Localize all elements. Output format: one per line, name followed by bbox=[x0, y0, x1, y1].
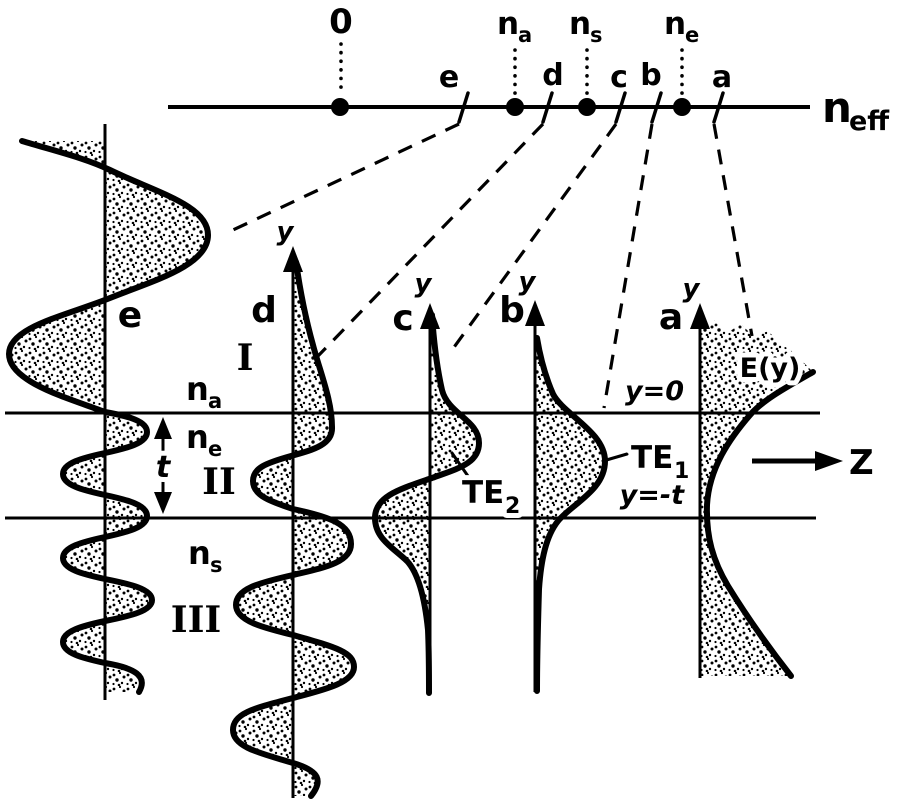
neff-tick-a bbox=[712, 91, 725, 124]
region-ne-main: n bbox=[186, 418, 209, 456]
profile-e-curve bbox=[6, 138, 211, 695]
profile-d-curve bbox=[230, 259, 357, 799]
y-label-a: y bbox=[683, 274, 701, 304]
te1-pointer bbox=[601, 452, 629, 463]
profile-a-curve bbox=[703, 369, 816, 679]
z-arrow: Z bbox=[752, 443, 874, 483]
neff-tick-d bbox=[541, 91, 554, 124]
profile-b-label: b bbox=[499, 290, 525, 331]
neff-dot-ns bbox=[578, 98, 596, 116]
neff-dot-na bbox=[506, 98, 524, 116]
te1-label-sub: 1 bbox=[674, 459, 689, 484]
label-zero: 0 bbox=[329, 2, 353, 42]
neff-dot-ne bbox=[673, 98, 691, 116]
y-label-b: y bbox=[519, 267, 537, 297]
y-label-c: y bbox=[415, 269, 433, 299]
axis-d-arrowhead bbox=[283, 246, 303, 272]
construction-lines bbox=[232, 122, 754, 409]
thickness-arrow: t bbox=[151, 417, 177, 514]
neff-tick-c bbox=[614, 91, 627, 124]
dash-b bbox=[602, 123, 654, 409]
region-labels: I n a n e II n s III bbox=[171, 337, 254, 641]
neff-label-sub: eff bbox=[849, 106, 890, 137]
profile-b-fill bbox=[535, 338, 605, 691]
neff-axis bbox=[168, 42, 810, 124]
tick-label-d: d bbox=[542, 58, 563, 93]
region-na-main: n bbox=[186, 370, 209, 408]
tick-label-a: a bbox=[712, 60, 732, 95]
field-label: E(y) bbox=[740, 353, 801, 384]
neff-tick-e bbox=[457, 91, 470, 124]
region-ne-sub: e bbox=[208, 437, 222, 461]
y-label-d: y bbox=[277, 217, 295, 247]
te2-label-sub: 2 bbox=[505, 494, 520, 519]
tick-label-c: c bbox=[610, 60, 628, 95]
te2-label-main: TE bbox=[462, 475, 504, 511]
profile-a-label: a bbox=[659, 297, 683, 338]
label-ne-main: n bbox=[664, 6, 686, 42]
y-zero-label: y=0 bbox=[625, 376, 684, 407]
z-arrowhead bbox=[815, 451, 843, 471]
z-axis-label: Z bbox=[849, 443, 874, 483]
neff-dot-zero bbox=[331, 98, 349, 116]
region-ns-sub: s bbox=[210, 553, 223, 577]
axis-labels: 0 n a n s n e e d c b a n eff bbox=[329, 2, 890, 137]
axis-b-arrowhead bbox=[525, 300, 545, 326]
interfaces bbox=[5, 411, 820, 520]
dash-e bbox=[232, 122, 460, 232]
dash-d bbox=[316, 122, 545, 358]
region-III-label: III bbox=[171, 599, 222, 641]
profile-c-curve bbox=[372, 312, 482, 696]
field-curves bbox=[6, 138, 816, 799]
profile-c-label: c bbox=[392, 298, 413, 339]
thickness-arrowhead-down bbox=[154, 492, 172, 514]
profile-b-curve bbox=[534, 335, 608, 694]
neff-tick-b bbox=[650, 91, 663, 124]
te1-label-main: TE bbox=[631, 440, 673, 476]
region-II-label: II bbox=[202, 461, 236, 503]
profile-labels: e d c b a y y y y bbox=[118, 217, 701, 339]
region-I-label: I bbox=[237, 337, 254, 379]
region-ns-main: n bbox=[188, 534, 211, 572]
region-na-sub: a bbox=[208, 389, 222, 413]
label-na-main: n bbox=[497, 6, 519, 42]
y-minus-t-label: y=-t bbox=[620, 480, 685, 511]
label-ne-sub: e bbox=[685, 23, 699, 47]
axis-a-arrowhead bbox=[690, 303, 710, 329]
tick-label-b: b bbox=[640, 58, 661, 93]
neff-label-main: n bbox=[822, 83, 852, 132]
profile-e-label: e bbox=[118, 295, 142, 336]
field-fills bbox=[9, 141, 813, 796]
label-na-sub: a bbox=[518, 23, 532, 47]
label-ns-main: n bbox=[569, 6, 591, 42]
dash-a bbox=[712, 123, 754, 337]
dash-c bbox=[450, 123, 618, 351]
te2-pointer bbox=[450, 451, 472, 481]
thickness-label: t bbox=[156, 450, 172, 485]
annotation-labels: y=0 y=-t TE 2 TE 1 E(y) bbox=[457, 348, 805, 524]
label-ns-sub: s bbox=[590, 23, 603, 47]
tick-label-e: e bbox=[439, 60, 459, 95]
thickness-arrowhead-up bbox=[154, 417, 172, 439]
profile-d-label: d bbox=[251, 290, 277, 331]
